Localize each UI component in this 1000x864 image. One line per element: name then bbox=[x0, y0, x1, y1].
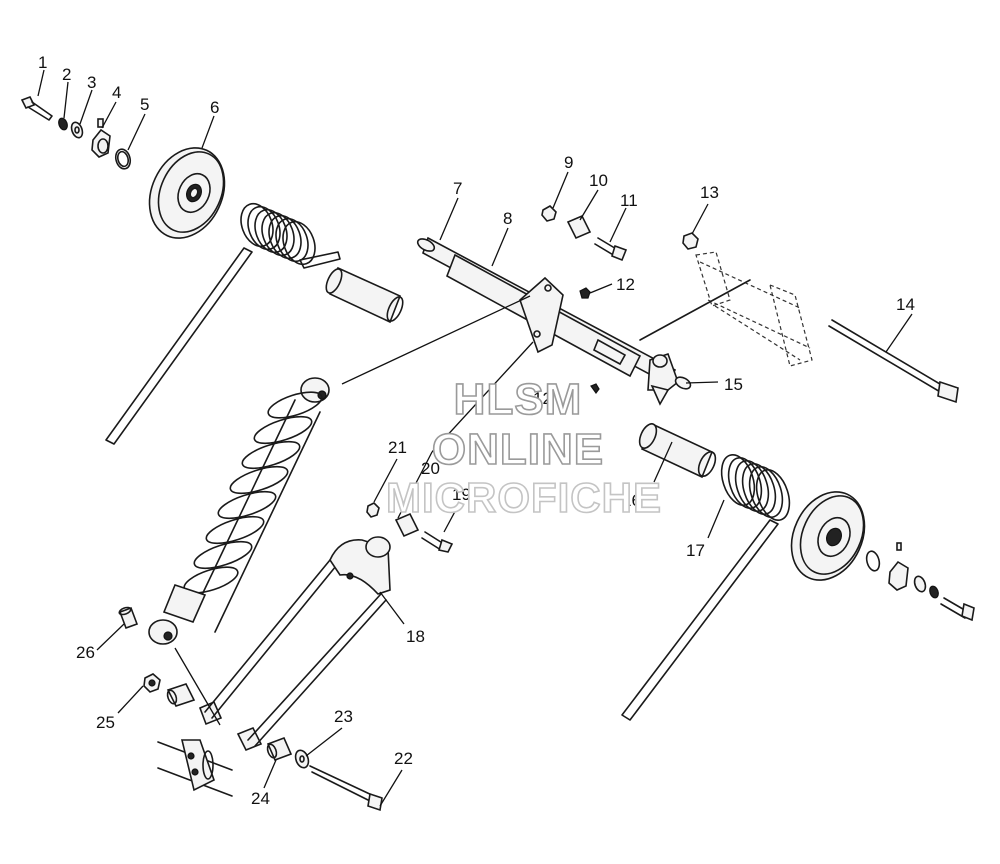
part-25-nut bbox=[143, 673, 161, 693]
right-hardware bbox=[865, 542, 975, 622]
left-spring-sleeve bbox=[325, 266, 404, 324]
part-18-arm bbox=[204, 536, 391, 747]
part-10-bushing bbox=[566, 214, 592, 240]
frame-plate-right bbox=[639, 251, 813, 367]
callout-23: 23 bbox=[334, 707, 353, 726]
part-6-idler-wheel bbox=[148, 147, 226, 239]
callout-2: 2 bbox=[62, 65, 71, 84]
part-20-bushing bbox=[394, 512, 420, 538]
callout-4: 4 bbox=[112, 83, 121, 102]
right-idler-wheel bbox=[790, 491, 866, 581]
part-13-nut bbox=[682, 232, 699, 250]
left-torsion-spring bbox=[105, 202, 341, 445]
callout-5: 5 bbox=[140, 95, 149, 114]
callout-11: 11 bbox=[620, 191, 638, 210]
callout-25: 25 bbox=[96, 713, 115, 732]
callout-17: 17 bbox=[686, 541, 705, 560]
callout-labels: 1 2 3 4 5 6 7 8 9 10 11 12 12 13 14 15 1… bbox=[38, 53, 915, 808]
part-25-bushing bbox=[166, 683, 196, 707]
callout-15: 15 bbox=[724, 375, 743, 394]
callout-19: 19 bbox=[452, 485, 471, 504]
part-11-bolt bbox=[594, 237, 628, 262]
part-16-sleeve bbox=[638, 422, 717, 479]
part-14-bolt bbox=[828, 319, 959, 404]
watermark-line-3: MICROFICHE bbox=[386, 474, 662, 521]
shock-absorber bbox=[148, 377, 330, 645]
callout-22: 22 bbox=[394, 749, 413, 768]
callout-9: 9 bbox=[564, 153, 573, 172]
part-22-bolt bbox=[309, 765, 383, 812]
callout-20: 20 bbox=[421, 459, 440, 478]
part-9-nut bbox=[541, 205, 557, 222]
part-24-bushing bbox=[266, 736, 293, 762]
callout-8: 8 bbox=[503, 209, 512, 228]
watermark-line-2: ONLINE bbox=[432, 425, 604, 474]
callout-13: 13 bbox=[700, 183, 719, 202]
part-5-o-ring bbox=[114, 148, 132, 170]
part-21-nut bbox=[366, 502, 380, 518]
part-18-lower-bushings bbox=[198, 700, 263, 752]
callout-3: 3 bbox=[87, 73, 96, 92]
part-4-spacer-with-fitting bbox=[91, 118, 111, 158]
part-26-bushing bbox=[118, 606, 139, 630]
center-bracket bbox=[519, 276, 627, 366]
part-12-fitting-lower bbox=[590, 383, 600, 395]
watermark: HLSM ONLINE MICROFICHE bbox=[385, 374, 662, 522]
callout-14: 14 bbox=[896, 295, 915, 314]
callout-12a: 12 bbox=[616, 275, 635, 294]
callout-21: 21 bbox=[388, 438, 407, 457]
frame-bracket-lower bbox=[157, 739, 233, 797]
part-23-washer bbox=[294, 749, 310, 769]
callout-18: 18 bbox=[406, 627, 425, 646]
part-17-torsion-spring bbox=[621, 454, 791, 721]
part-19-bolt bbox=[421, 531, 454, 553]
callout-10: 10 bbox=[589, 171, 608, 190]
callout-26: 26 bbox=[76, 643, 95, 662]
callout-7: 7 bbox=[453, 179, 462, 198]
callout-16: 16 bbox=[622, 491, 641, 510]
part-3-washer bbox=[70, 121, 84, 139]
callout-1: 1 bbox=[38, 53, 47, 72]
part-12-fitting-upper bbox=[579, 287, 591, 299]
callout-12b: 12 bbox=[533, 389, 552, 408]
callout-24: 24 bbox=[251, 789, 270, 808]
part-1-bolt bbox=[20, 95, 53, 121]
part-15-collar bbox=[647, 352, 692, 406]
watermark-line-1: HLSM bbox=[454, 375, 583, 424]
part-2-washer bbox=[58, 117, 68, 131]
leader-lines bbox=[37, 69, 913, 807]
callout-6: 6 bbox=[210, 98, 219, 117]
